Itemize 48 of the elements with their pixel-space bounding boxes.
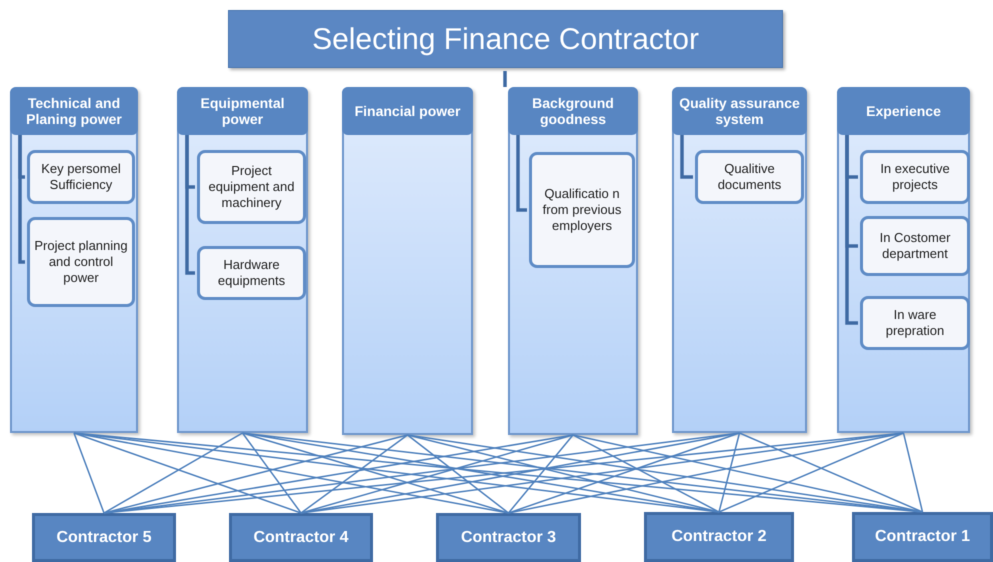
tree-connector bbox=[680, 135, 693, 179]
criterion-box: Qualificatio n from previous employers bbox=[529, 152, 635, 268]
category-column bbox=[177, 87, 308, 433]
connector-line bbox=[242, 432, 509, 514]
connector-line bbox=[407, 434, 509, 514]
connector-line bbox=[902, 432, 924, 512]
criterion-box: Qualitive documents bbox=[695, 150, 804, 204]
criterion-box: In executive projects bbox=[860, 150, 970, 204]
connector-line bbox=[104, 432, 243, 514]
criterion-box: Project planning and control power bbox=[27, 217, 135, 307]
tree-connector bbox=[516, 135, 527, 212]
category-column bbox=[508, 87, 638, 435]
connector-line bbox=[73, 432, 105, 514]
title-box: Selecting Finance Contractor bbox=[228, 10, 783, 68]
criterion-box: Key persomel Sufficiency bbox=[27, 150, 135, 204]
connector-line bbox=[508, 432, 740, 514]
category-column bbox=[672, 87, 807, 433]
column-header: Equipmental power bbox=[177, 87, 308, 135]
criterion-box: In ware prepration bbox=[860, 296, 970, 350]
connector-line bbox=[300, 434, 574, 514]
criterion-box: Project equipment and machinery bbox=[197, 150, 306, 224]
contractor-box: Contractor 2 bbox=[644, 512, 794, 562]
column-header: Financial power bbox=[342, 87, 473, 135]
connector-line bbox=[242, 432, 302, 514]
connector-line bbox=[572, 434, 720, 513]
column-header: Quality assurance system bbox=[672, 87, 807, 135]
column-header: Background goodness bbox=[508, 87, 638, 135]
column-header: Technical and Planing power bbox=[10, 87, 138, 135]
contractor-box: Contractor 1 bbox=[852, 512, 993, 562]
tree-connector bbox=[185, 135, 195, 275]
criterion-box: In Costomer department bbox=[860, 216, 970, 276]
category-column bbox=[342, 87, 473, 435]
contractor-box: Contractor 3 bbox=[436, 513, 581, 562]
tree-connector bbox=[18, 135, 25, 264]
tree-connector bbox=[503, 71, 507, 87]
connector-line bbox=[300, 434, 408, 514]
contractor-box: Contractor 4 bbox=[229, 513, 373, 562]
connector-line bbox=[74, 432, 302, 514]
connector-line bbox=[508, 434, 574, 514]
contractor-box: Contractor 5 bbox=[32, 513, 176, 562]
tree-connector bbox=[845, 135, 858, 325]
category-column bbox=[10, 87, 138, 433]
connector-line bbox=[718, 432, 904, 513]
column-header: Experience bbox=[837, 87, 970, 135]
category-column bbox=[837, 87, 970, 433]
connector-line bbox=[718, 432, 740, 512]
connector-line bbox=[739, 432, 923, 513]
criterion-box: Hardware equipments bbox=[197, 246, 306, 300]
